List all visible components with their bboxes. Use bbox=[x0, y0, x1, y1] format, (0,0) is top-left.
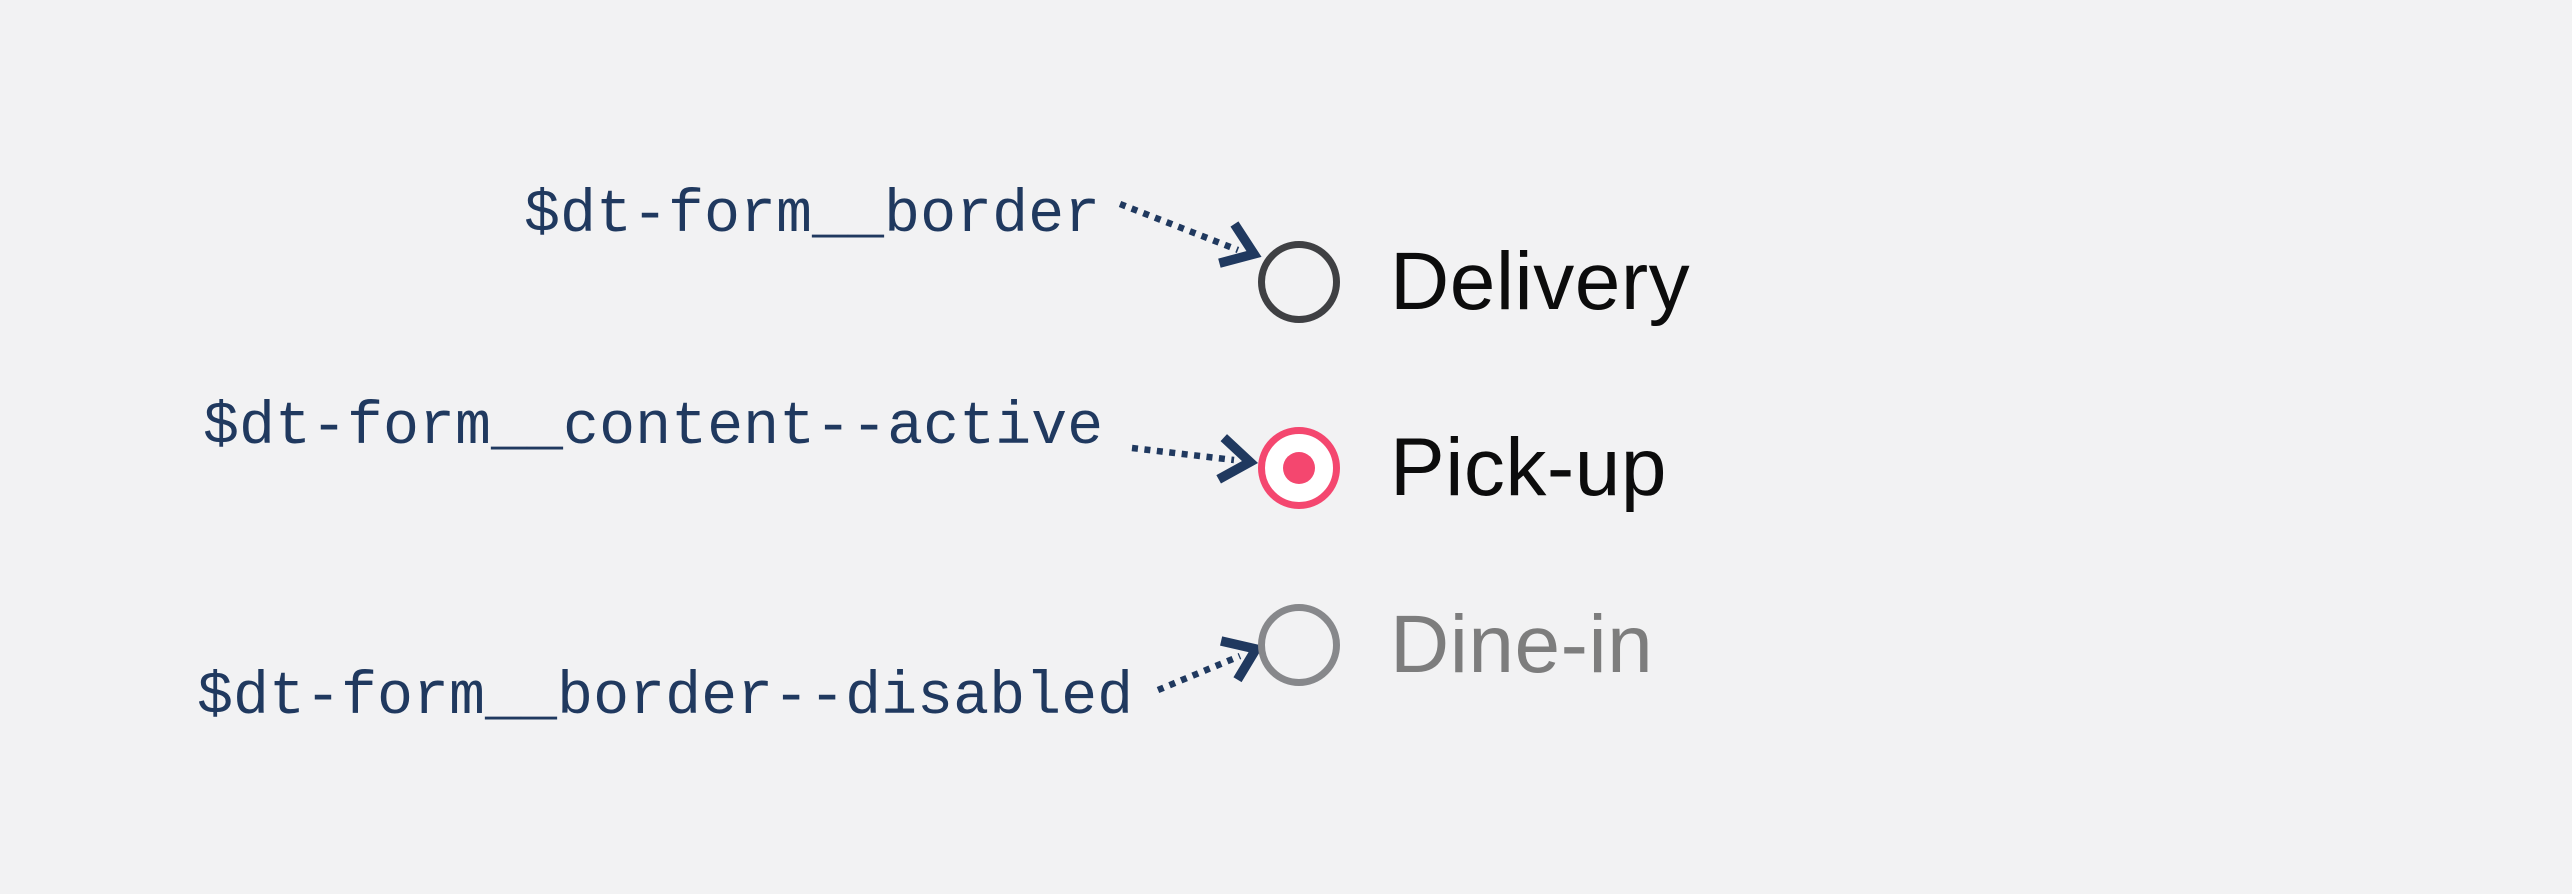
radio-selected-dot bbox=[1283, 452, 1315, 484]
radio-pickup[interactable] bbox=[1258, 427, 1340, 509]
radio-label-pickup[interactable]: Pick-up bbox=[1390, 422, 1667, 513]
radio-label-dinein: Dine-in bbox=[1390, 599, 1654, 690]
radio-dinein bbox=[1258, 604, 1340, 686]
arrow-to-dinein-radio bbox=[1156, 636, 1264, 694]
radio-option-delivery[interactable]: Delivery bbox=[1258, 241, 1690, 323]
radio-option-pickup[interactable]: Pick-up bbox=[1258, 427, 1667, 509]
token-label-form-border-disabled: $dt-form__border--disabled bbox=[197, 664, 1134, 732]
radio-option-dinein: Dine-in bbox=[1258, 604, 1653, 686]
arrow-to-pickup-radio bbox=[1131, 434, 1259, 484]
token-label-form-content-active: $dt-form__content--active bbox=[203, 394, 1104, 462]
radio-label-delivery[interactable]: Delivery bbox=[1390, 236, 1691, 327]
radio-delivery[interactable] bbox=[1258, 241, 1340, 323]
token-label-form-border: $dt-form__border bbox=[524, 182, 1101, 250]
arrow-to-delivery-radio bbox=[1118, 200, 1262, 268]
